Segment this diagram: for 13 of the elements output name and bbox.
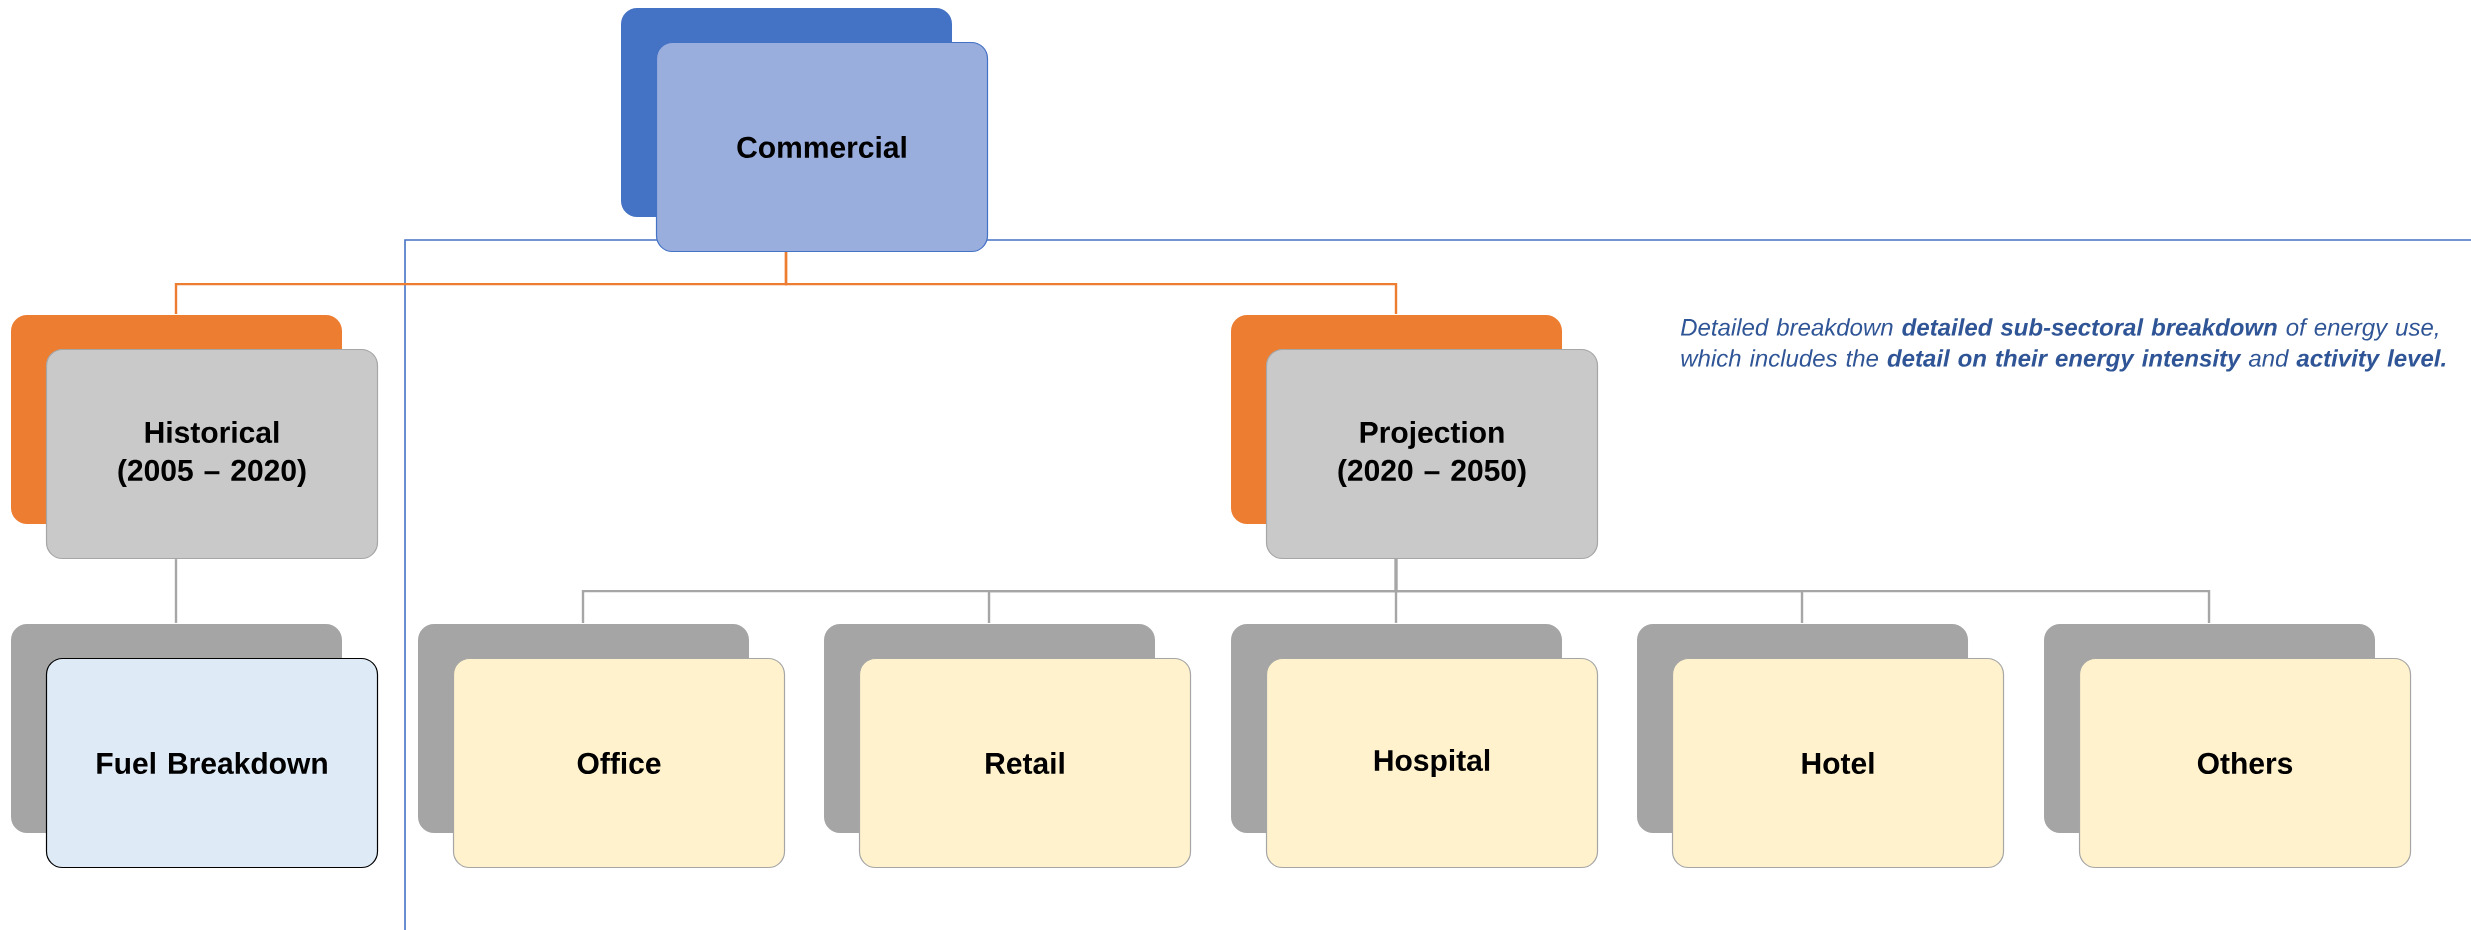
process-box: Hospital <box>1231 624 1599 869</box>
process-box: Fuel Breakdown <box>11 624 379 869</box>
connector-line <box>174 559 178 623</box>
process-box: Hotel <box>1637 624 2005 869</box>
process-box: Commercial <box>621 8 989 253</box>
connector-line <box>1394 559 2211 623</box>
process-box: Others <box>2044 624 2412 869</box>
process-box: Office <box>418 624 786 869</box>
process-box: Retail <box>824 624 1192 869</box>
process-box: Projection (2020 – 2050) <box>1231 315 1599 560</box>
process-box: Historical (2005 – 2020) <box>11 315 379 560</box>
connector-line <box>784 252 1398 314</box>
note-text: Detailed breakdown detailed sub-sectoral breakdown of energy use, which includes the detail on their energy intensity and activity level. <box>1680 318 2446 372</box>
